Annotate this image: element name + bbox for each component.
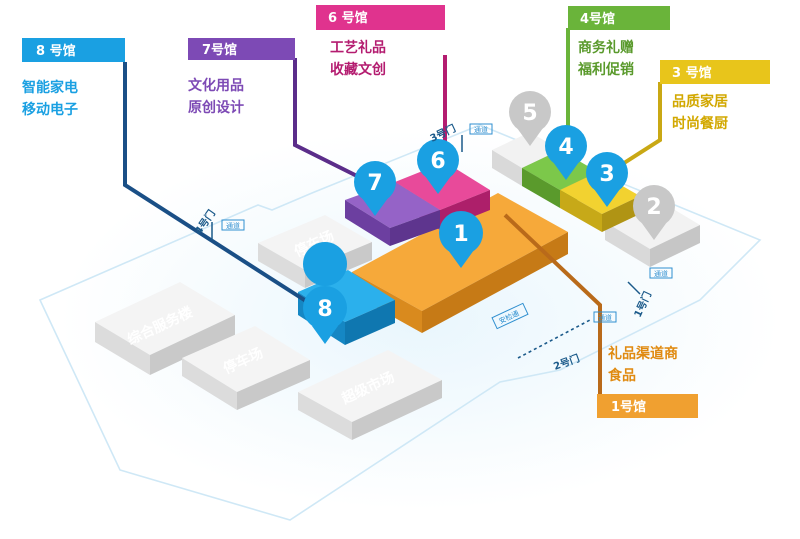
svg-text:3 号馆: 3 号馆 xyxy=(672,65,712,81)
svg-text:4号馆: 4号馆 xyxy=(580,11,615,27)
svg-text:8: 8 xyxy=(317,297,332,322)
hall-7-badge: 7号馆 xyxy=(188,38,295,60)
leader-8 xyxy=(123,62,322,312)
supermarket-building xyxy=(298,350,442,440)
hall-1-badge: 1号馆 xyxy=(597,394,698,418)
service-building xyxy=(95,282,235,375)
svg-text:8 号馆: 8 号馆 xyxy=(36,43,76,59)
svg-text:通道: 通道 xyxy=(226,221,240,230)
svg-text:1: 1 xyxy=(453,222,468,247)
hall-3-line2: 时尚餐厨 xyxy=(672,115,728,132)
hall-3-line1: 品质家居 xyxy=(672,93,728,110)
svg-text:7: 7 xyxy=(367,171,382,196)
svg-text:通道: 通道 xyxy=(598,313,612,322)
svg-text:3: 3 xyxy=(599,162,614,187)
leader-1 xyxy=(503,213,602,395)
leader-3 xyxy=(608,82,662,174)
svg-text:通道: 通道 xyxy=(654,269,668,278)
hall-1-line2: 食品 xyxy=(608,367,636,384)
hall-3-pin[interactable]: 3 xyxy=(586,152,628,207)
hall-6-line1: 工艺礼品 xyxy=(330,39,386,56)
svg-text:2: 2 xyxy=(646,195,661,220)
hall-7-line2: 原创设计 xyxy=(188,99,244,116)
hall-7-pin[interactable]: 7 xyxy=(354,161,396,216)
hall-8-line2: 移动电子 xyxy=(22,101,78,118)
hall-1-pin[interactable]: 1 xyxy=(439,211,483,268)
hall-8-line1: 智能家电 xyxy=(21,79,78,96)
hall-4-badge: 4号馆 xyxy=(568,6,670,30)
hall-4-line2: 福利促销 xyxy=(577,61,634,78)
parking-left-building xyxy=(182,326,310,410)
hall-6-pin[interactable]: 6 xyxy=(417,139,459,194)
site-boundary xyxy=(38,124,762,521)
svg-text:4: 4 xyxy=(558,135,573,160)
hall-1-line1: 礼品渠道商 xyxy=(608,345,678,362)
svg-text:通道: 通道 xyxy=(474,125,488,134)
hall-5-pin[interactable]: 5 xyxy=(509,91,551,146)
svg-text:5: 5 xyxy=(522,101,537,126)
svg-text:1号馆: 1号馆 xyxy=(611,399,646,415)
hall-6-line2: 收藏文创 xyxy=(330,61,386,78)
hall-8-badge: 8 号馆 xyxy=(22,38,125,62)
leader-7 xyxy=(293,58,376,187)
hall-2-pin[interactable]: 2 xyxy=(633,185,675,240)
hall-6-badge: 6 号馆 xyxy=(316,5,445,30)
svg-text:6: 6 xyxy=(430,149,445,174)
hall-7-line1: 文化用品 xyxy=(188,77,244,94)
svg-text:6 号馆: 6 号馆 xyxy=(328,10,368,26)
hall-8-pin[interactable]: 8 xyxy=(303,242,348,344)
hall-3-badge: 3 号馆 xyxy=(660,60,770,84)
hall-4-pin[interactable]: 4 xyxy=(545,125,587,180)
svg-text:7号馆: 7号馆 xyxy=(202,42,237,58)
hall-4-line1: 商务礼赠 xyxy=(578,39,634,56)
